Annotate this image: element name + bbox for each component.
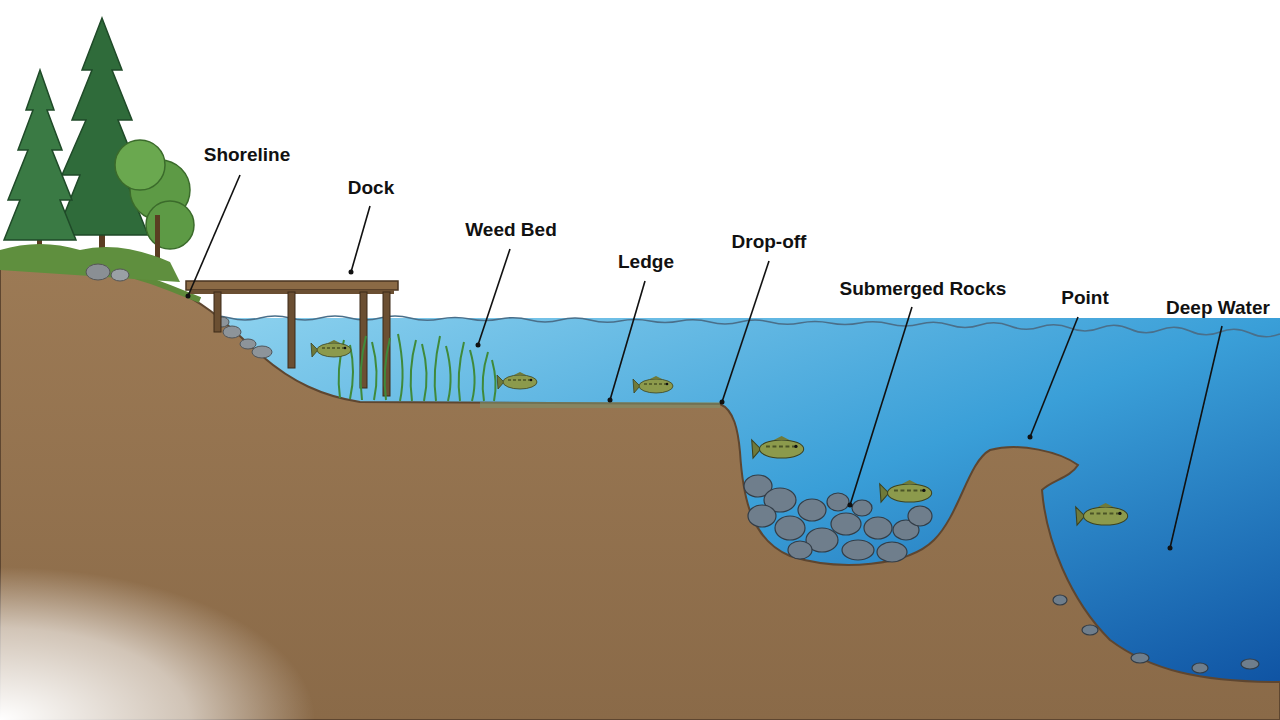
part-label: Deep Water <box>1166 297 1270 320</box>
part-label: Dock <box>348 177 394 200</box>
part-label: Submerged Rocks <box>840 278 1007 301</box>
ledge-top <box>480 402 720 408</box>
shore-stones <box>215 317 272 358</box>
submerged-rocks <box>744 475 1259 673</box>
lake-bed <box>0 260 1280 720</box>
part-label: Weed Bed <box>465 219 557 242</box>
leader-lines <box>188 175 1222 548</box>
weed-bed <box>339 334 496 401</box>
leader-dots <box>186 270 1173 551</box>
earth-fade <box>0 380 700 720</box>
part-label: Drop-off <box>732 231 807 254</box>
part-label: Point <box>1061 287 1109 310</box>
pine-trees <box>0 18 194 282</box>
part-label: Shoreline <box>204 144 291 167</box>
part-label: Ledge <box>618 251 674 274</box>
bass-fish <box>311 340 1128 525</box>
